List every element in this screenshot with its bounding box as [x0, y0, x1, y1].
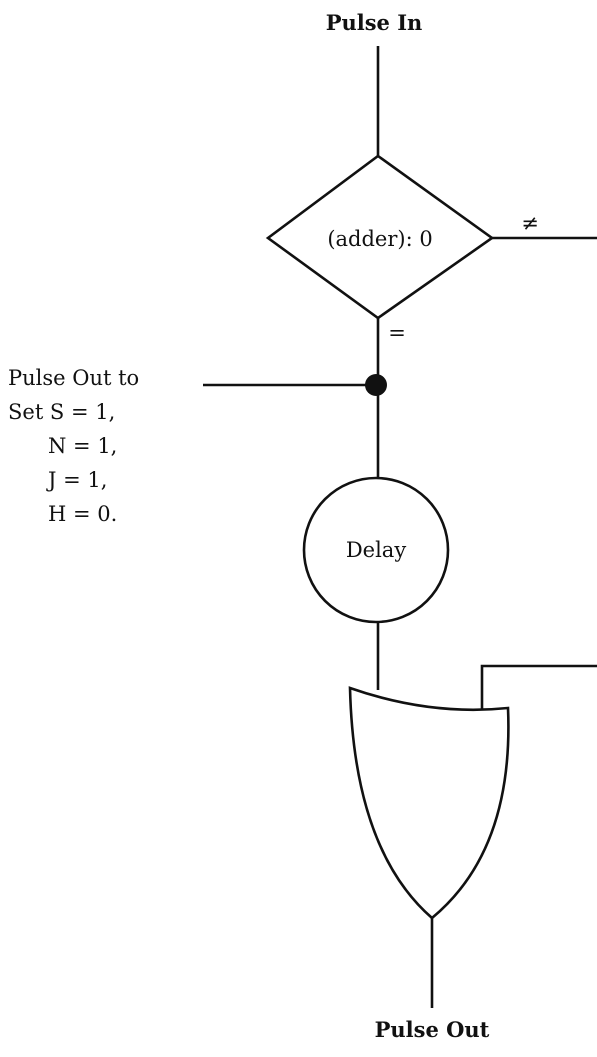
side-output-line-2: Set S = 1, [8, 400, 115, 424]
side-output-line-3: N = 1, [48, 434, 117, 458]
side-output-line-1: Pulse Out to [8, 366, 139, 390]
delay-label: Delay [346, 538, 407, 562]
delay-circle [302, 476, 450, 624]
junction-dot [365, 374, 387, 396]
pulse-out-label: Pulse Out [375, 1017, 490, 1042]
pulse-in-label: Pulse In [326, 10, 423, 35]
decision-label: (adder): 0 [327, 227, 432, 251]
equal-label: = [388, 321, 406, 345]
not-equal-label: ≠ [521, 211, 539, 235]
side-output-line-4: J = 1, [46, 468, 107, 492]
loop-return-wire [480, 664, 597, 724]
or-gate [348, 686, 510, 920]
side-output-line-5: H = 0. [48, 502, 117, 526]
